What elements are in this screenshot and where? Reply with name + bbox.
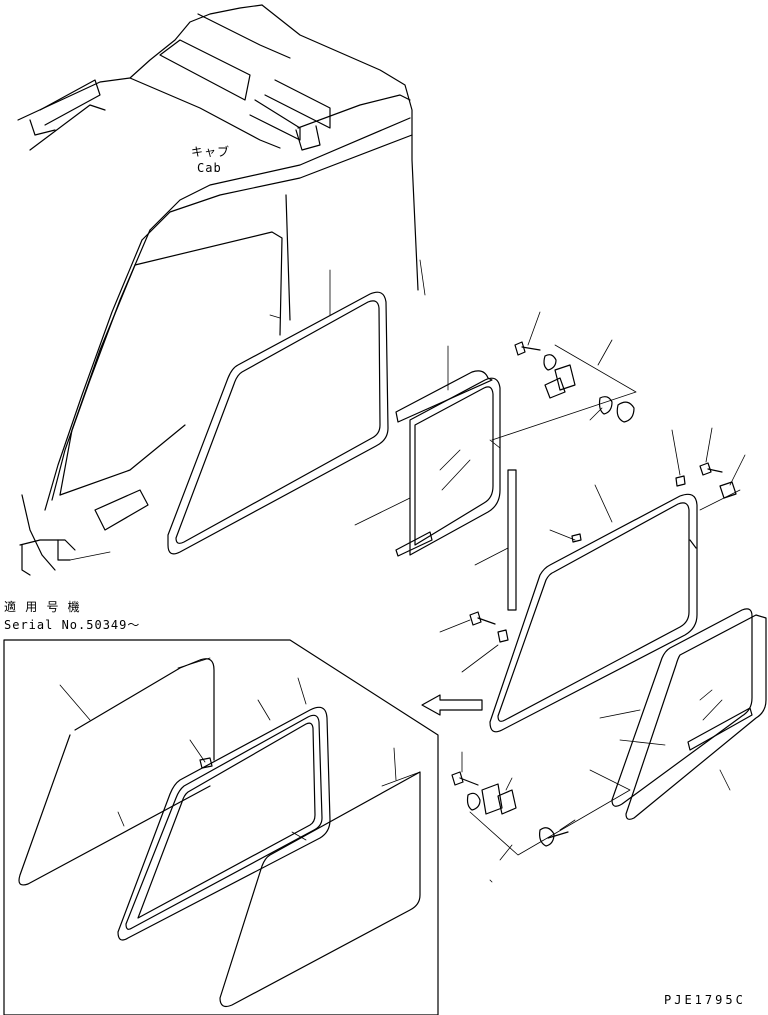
serial-label-jp: 適 用 号 機 — [4, 600, 81, 614]
drawing-code: PJE1795C — [664, 993, 746, 1007]
cab-label-en: Cab — [197, 161, 222, 175]
latch-assembly-top — [491, 311, 637, 441]
bolt-left — [439, 611, 509, 673]
glass-pane-right — [599, 608, 767, 820]
inset-frame — [3, 639, 439, 1015]
window-seal-right — [489, 427, 746, 733]
latch-assembly-bottom — [451, 751, 631, 883]
window-seal-large — [167, 269, 389, 555]
glass-pane-center — [354, 345, 517, 611]
leader-lines — [269, 259, 426, 319]
cab-body — [17, 4, 419, 576]
direction-arrow-icon — [421, 694, 483, 716]
cab-label-jp: キャブ — [191, 145, 231, 159]
serial-label-en: Serial No.50349～ — [4, 618, 141, 632]
inset-parts — [18, 657, 421, 1008]
